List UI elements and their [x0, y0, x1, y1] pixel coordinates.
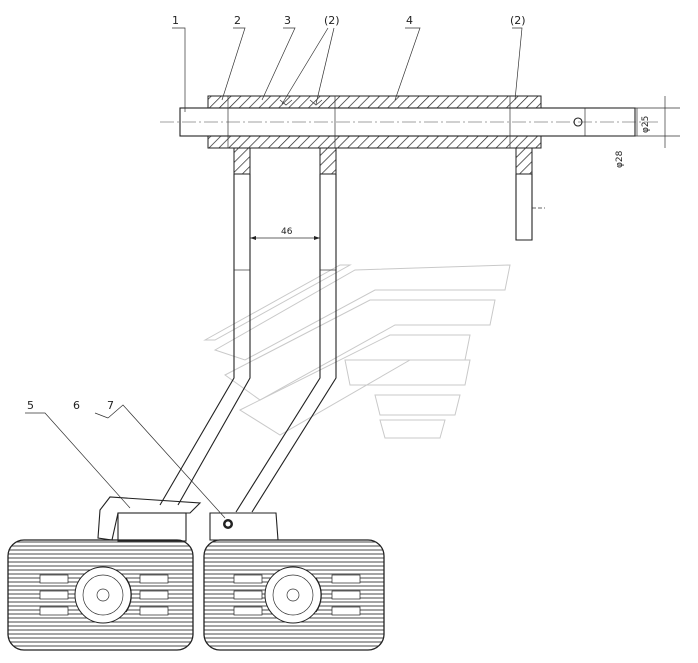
- right-pedal-plate: [209, 512, 279, 541]
- width-dimension-label: 46: [281, 227, 293, 237]
- callout-5: 5: [27, 399, 34, 412]
- diameter-dimensions: φ25 φ28: [600, 96, 680, 168]
- callout-2-bracketed: (2): [324, 14, 340, 27]
- logo-watermark-icon: [203, 264, 511, 439]
- callout-6: 6: [73, 399, 80, 412]
- left-pedal-arm: [159, 147, 337, 513]
- left-pedal-bracket: [97, 496, 202, 542]
- callout-leaders: [25, 27, 523, 519]
- width-dimension: 46: [250, 227, 320, 240]
- clutch-pedal-pad-icon: [203, 539, 385, 651]
- right-bracket: [515, 147, 545, 241]
- sleeve-section: [207, 95, 542, 149]
- callout-2: 2: [234, 14, 241, 27]
- callout-7: 7: [107, 399, 114, 412]
- brake-pedal-pad-icon: [7, 539, 194, 651]
- callout-3: 3: [284, 14, 291, 27]
- callout-1: 1: [172, 14, 179, 27]
- bore-diameter-label: φ28: [615, 150, 625, 168]
- callout-2-bracketed-right: (2): [510, 14, 526, 27]
- callout-4: 4: [406, 14, 413, 27]
- shaft-diameter-label: φ25: [641, 116, 651, 133]
